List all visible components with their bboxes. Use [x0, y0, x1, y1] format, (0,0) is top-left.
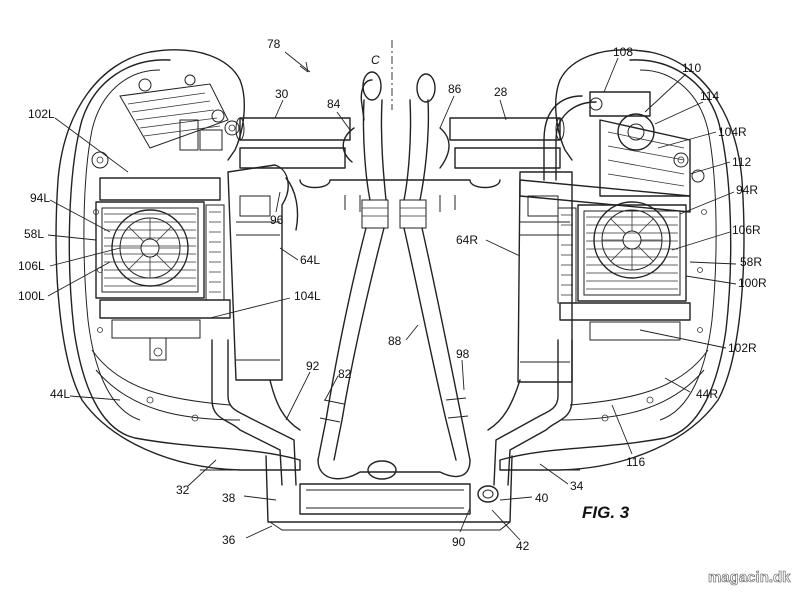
label-86: 86 [448, 82, 462, 96]
leader-lines [47, 51, 737, 541]
vertical-columns [227, 164, 573, 383]
label-100r: 100R [738, 276, 767, 290]
label-112: 112 [732, 155, 751, 169]
label-30: 30 [275, 87, 289, 101]
label-64r: 64R [456, 233, 478, 247]
cross-tubes [235, 117, 565, 212]
lower-box [200, 455, 580, 531]
label-98: 98 [456, 347, 470, 361]
center-hoses [317, 71, 471, 480]
label-78: 78 [267, 37, 281, 51]
label-34: 34 [570, 479, 584, 493]
label-42: 42 [516, 539, 530, 553]
label-58l: 58L [24, 227, 44, 241]
label-44l: 44L [50, 387, 70, 401]
label-106r: 106R [732, 223, 761, 237]
label-36: 36 [222, 533, 236, 547]
label-100l: 100L [18, 289, 45, 303]
label-94l: 94L [30, 191, 50, 205]
label-40: 40 [535, 491, 549, 505]
label-106l: 106L [18, 259, 45, 273]
label-32: 32 [176, 483, 190, 497]
label-102r: 102R [728, 341, 757, 355]
label-102l: 102L [28, 107, 55, 121]
label-114: 114 [700, 89, 719, 103]
label-38: 38 [222, 491, 236, 505]
label-92: 92 [306, 359, 320, 373]
label-82: 82 [338, 367, 352, 381]
label-58r: 58R [740, 255, 762, 269]
label-108: 108 [613, 45, 633, 59]
label-110: 110 [682, 61, 701, 75]
part-labels: 78 C 30 28 84 86 108 110 114 102L 104R 1… [18, 37, 767, 553]
label-28: 28 [494, 85, 508, 99]
figure-caption: FIG. 3 [582, 503, 630, 522]
label-94r: 94R [736, 183, 758, 197]
label-96: 96 [270, 213, 284, 227]
label-centerline-c: C [371, 53, 380, 67]
watermark: magacin.dk [708, 569, 791, 586]
label-104l: 104L [294, 289, 321, 303]
label-116: 116 [626, 455, 645, 469]
left-saddlebag [55, 49, 301, 471]
label-88: 88 [388, 334, 402, 348]
right-saddlebag [499, 49, 745, 471]
label-84: 84 [327, 97, 341, 111]
label-90: 90 [452, 535, 466, 549]
label-64l: 64L [300, 253, 320, 267]
label-44r: 44R [696, 387, 718, 401]
lower-pipes [211, 339, 573, 486]
label-104r: 104R [718, 125, 747, 139]
